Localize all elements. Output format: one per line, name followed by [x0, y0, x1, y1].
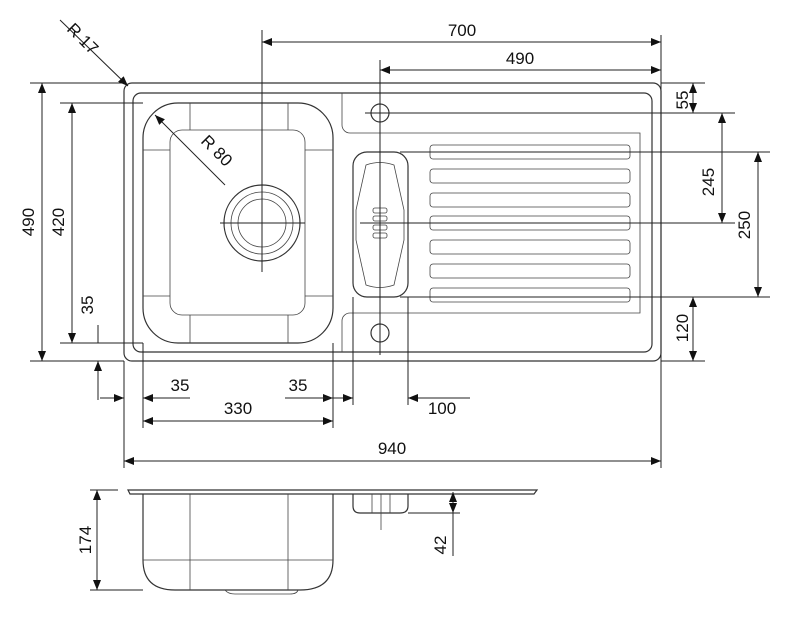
dim-174: 174 — [76, 526, 95, 554]
extension-lines — [30, 30, 770, 468]
bowl-outer — [142, 102, 334, 344]
dim-100: 100 — [428, 399, 456, 418]
dim-35-left: 35 — [171, 376, 190, 395]
dim-250: 250 — [735, 211, 754, 239]
dim-55: 55 — [673, 91, 692, 110]
dim-120: 120 — [673, 314, 692, 342]
sink-outline — [123, 82, 662, 362]
dim-940: 940 — [378, 439, 406, 458]
sink-top-view — [123, 82, 662, 362]
radius-17-label: R 17 — [63, 19, 102, 58]
dim-330: 330 — [224, 399, 252, 418]
sink-side-view — [90, 489, 539, 595]
dim-490-depth: 490 — [19, 208, 38, 236]
dim-700: 700 — [448, 21, 476, 40]
dim-420: 420 — [49, 208, 68, 236]
radius-80-label: R 80 — [197, 131, 236, 170]
dim-42: 42 — [431, 536, 450, 555]
dim-245: 245 — [699, 168, 718, 196]
sink-inner-rim — [132, 92, 653, 353]
dim-35-bottom: 35 — [78, 296, 97, 315]
dim-35-right: 35 — [289, 376, 308, 395]
dim-490-overflow: 490 — [506, 49, 534, 68]
